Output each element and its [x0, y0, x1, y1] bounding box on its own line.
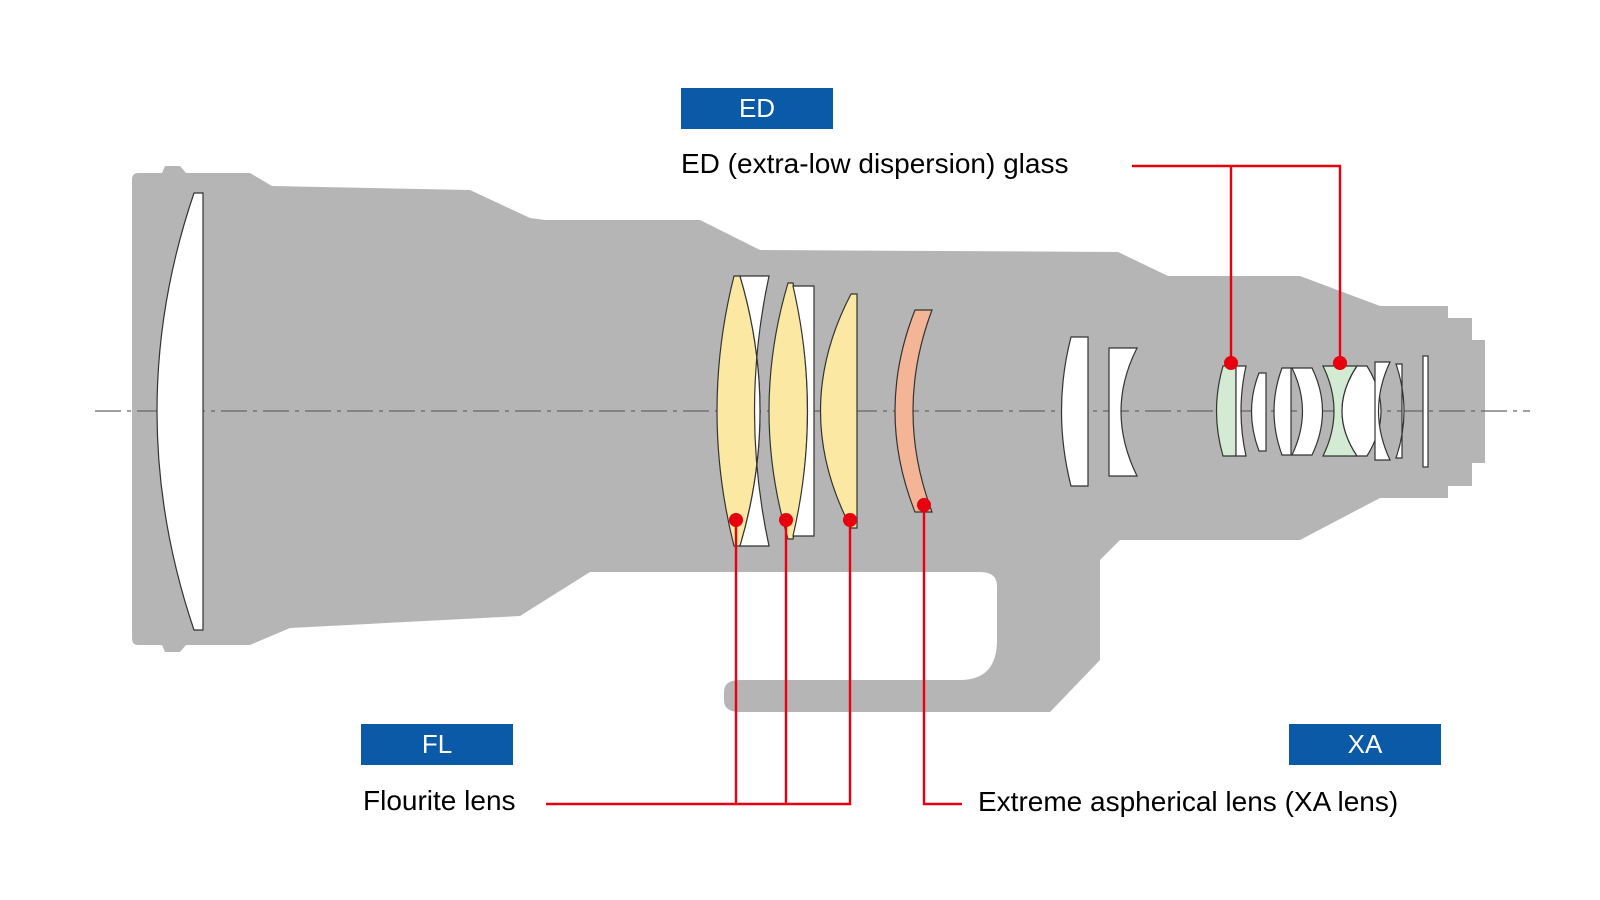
ed-leader-line — [1132, 164, 1342, 363]
rear-lens-1 — [1235, 365, 1247, 457]
ed-marker-1 — [1224, 356, 1238, 370]
middle-lens-1 — [1060, 336, 1089, 487]
rear-lens-6 — [1374, 361, 1391, 461]
middle-lens-2 — [1108, 347, 1138, 477]
ed-badge: ED — [681, 88, 833, 129]
xa-lens — [894, 309, 933, 513]
fl-marker-2 — [779, 513, 793, 527]
xa-badge: XA — [1289, 724, 1441, 765]
xa-caption: Extreme aspherical lens (XA lens) — [978, 786, 1399, 817]
fl-leader-line — [546, 520, 852, 806]
rear-lens-4 — [1291, 367, 1324, 456]
ed-marker-2 — [1333, 356, 1347, 370]
rear-lens-7 — [1395, 363, 1405, 459]
rear-filter-plate — [1422, 355, 1429, 468]
fl-caption: Flourite lens — [363, 785, 516, 816]
xa-leader-line — [922, 505, 962, 806]
ed-lens-1 — [1215, 365, 1237, 457]
clear-lens-2 — [792, 285, 815, 537]
front-element — [156, 192, 204, 631]
fl-badge: FL — [361, 724, 513, 765]
rear-lens-3 — [1273, 367, 1292, 456]
clear-lens-1 — [739, 275, 770, 547]
rear-lens-2 — [1250, 372, 1267, 452]
xa-marker — [917, 498, 931, 512]
ed-caption: ED (extra-low dispersion) glass — [681, 148, 1069, 179]
fl-marker-3 — [843, 513, 857, 527]
fl-marker-1 — [729, 513, 743, 527]
